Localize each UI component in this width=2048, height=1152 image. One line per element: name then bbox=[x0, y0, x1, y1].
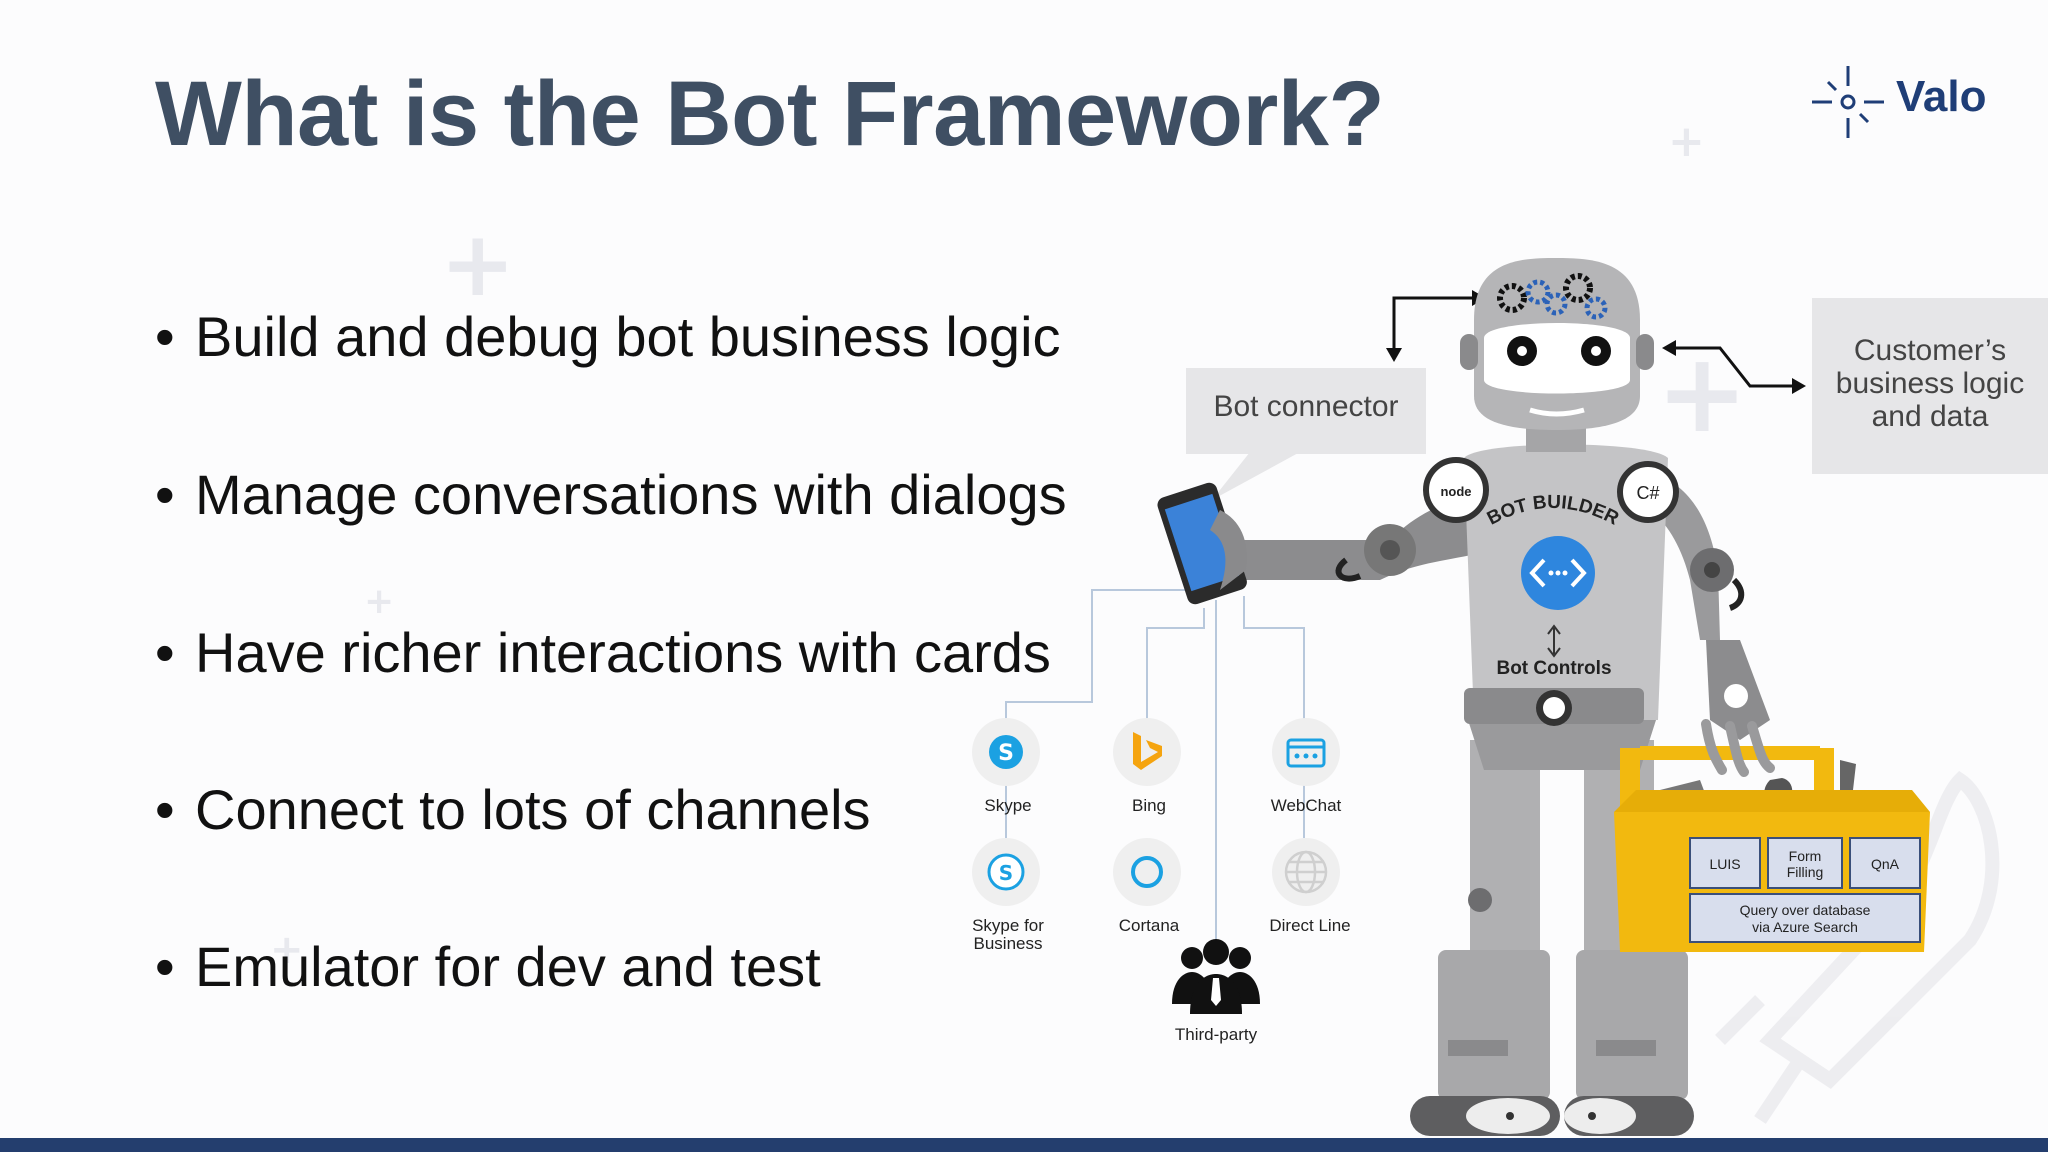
arrow-head bbox=[1386, 348, 1402, 362]
channel-label-line2: Business bbox=[974, 934, 1043, 953]
webchat-icon bbox=[1286, 738, 1326, 768]
toolbox: LUIS Form Filling QnA Query over databas… bbox=[1614, 719, 1930, 952]
channel-label: WebChat bbox=[1271, 796, 1342, 815]
svg-text:S: S bbox=[998, 741, 1014, 766]
query-label-line1: Query over database bbox=[1740, 902, 1871, 918]
plus-decoration: + bbox=[440, 212, 516, 317]
customer-logic-callout: Customer’s business logic and data bbox=[1812, 298, 2048, 474]
plus-decoration: + bbox=[1668, 116, 1705, 167]
bullet-item: •Connect to lots of channels bbox=[155, 778, 871, 841]
bullet-item: •Manage conversations with dialogs bbox=[155, 463, 1067, 526]
robot-left-arm bbox=[1230, 500, 1490, 580]
channel-label: Bing bbox=[1132, 796, 1166, 815]
svg-text:S: S bbox=[999, 861, 1013, 885]
customer-line-3: and data bbox=[1871, 400, 1989, 433]
logo-text: Valo bbox=[1896, 72, 1987, 121]
channel-label: Skype bbox=[984, 796, 1031, 815]
bing-icon bbox=[1133, 732, 1162, 770]
query-box bbox=[1689, 893, 1921, 943]
customer-logic-text: Customer’s business logic and data bbox=[1812, 334, 2048, 433]
gears-icon bbox=[1497, 273, 1608, 320]
plus-decoration: + bbox=[270, 927, 304, 973]
channel-connectors bbox=[1005, 589, 1305, 948]
plus-decoration: + bbox=[364, 581, 395, 622]
bot-controls-label: Bot Controls bbox=[1496, 658, 1611, 679]
rocket-watermark bbox=[1715, 770, 2000, 1124]
filling-label: Filling bbox=[1787, 864, 1824, 880]
arrow-head bbox=[1792, 378, 1806, 394]
form-filling-box bbox=[1767, 837, 1843, 889]
luis-box bbox=[1689, 837, 1761, 889]
bullet-text: Emulator for dev and test bbox=[195, 935, 821, 998]
valo-logo: Valo bbox=[1808, 62, 2008, 142]
csharp-badge-text: C# bbox=[1636, 483, 1659, 503]
node-badge bbox=[1423, 457, 1489, 523]
channel-label: Cortana bbox=[1119, 916, 1180, 935]
page-title: What is the Bot Framework? bbox=[155, 63, 1385, 165]
qna-box bbox=[1849, 837, 1921, 889]
bottom-bar bbox=[0, 1138, 2048, 1152]
customer-line-2: business logic bbox=[1835, 367, 2025, 400]
bullet-item: •Build and debug bot business logic bbox=[155, 305, 1061, 368]
qna-label: QnA bbox=[1871, 856, 1900, 872]
channel-direct-line: Direct Line bbox=[1269, 838, 1351, 935]
channel-label: Direct Line bbox=[1269, 916, 1350, 935]
bot-connector-label: Bot connector bbox=[1213, 390, 1399, 423]
bullet-text: Connect to lots of channels bbox=[195, 778, 871, 841]
bullet-text: Build and debug bot business logic bbox=[195, 305, 1061, 368]
skype-business-icon: S bbox=[987, 853, 1025, 891]
channel-webchat: WebChat bbox=[1271, 718, 1342, 815]
channel-third-party: Third-party bbox=[1172, 939, 1260, 1044]
arrow-head bbox=[1662, 340, 1676, 356]
cortana-icon bbox=[1131, 856, 1163, 888]
people-icon bbox=[1172, 939, 1260, 1014]
plus-decoration: + bbox=[1656, 329, 1749, 457]
form-label: Form bbox=[1789, 848, 1822, 864]
bot-connector-callout: Bot connector bbox=[1186, 368, 1426, 454]
bullet-item: •Have richer interactions with cards bbox=[155, 621, 1051, 684]
bullet-text: Manage conversations with dialogs bbox=[195, 463, 1067, 526]
brain-arrow bbox=[1392, 296, 1482, 354]
globe-icon bbox=[1284, 850, 1328, 894]
customer-arrow bbox=[1666, 346, 1800, 388]
customer-line-1: Customer’s bbox=[1853, 334, 2007, 367]
query-label-line2: via Azure Search bbox=[1752, 919, 1858, 935]
channel-label: Skype for bbox=[972, 916, 1044, 935]
channel-label: Third-party bbox=[1175, 1025, 1258, 1044]
channel-cortana: Cortana bbox=[1113, 838, 1181, 935]
channel-skype-business: S Skype for Business bbox=[972, 838, 1044, 953]
skype-icon: S bbox=[989, 735, 1023, 769]
channel-skype: S Skype bbox=[972, 718, 1040, 815]
bullet-item: •Emulator for dev and test bbox=[155, 935, 821, 998]
callout-pointer bbox=[1212, 452, 1300, 500]
sparkle-icon bbox=[1812, 66, 1884, 138]
channel-bing: Bing bbox=[1113, 718, 1181, 815]
luis-label: LUIS bbox=[1709, 856, 1740, 872]
node-badge-text: node bbox=[1440, 484, 1471, 499]
robot: node C# BOT BUILDER Bot Controls bbox=[1157, 258, 1770, 1136]
bullet-text: Have richer interactions with cards bbox=[195, 621, 1051, 684]
csharp-badge bbox=[1617, 461, 1679, 523]
